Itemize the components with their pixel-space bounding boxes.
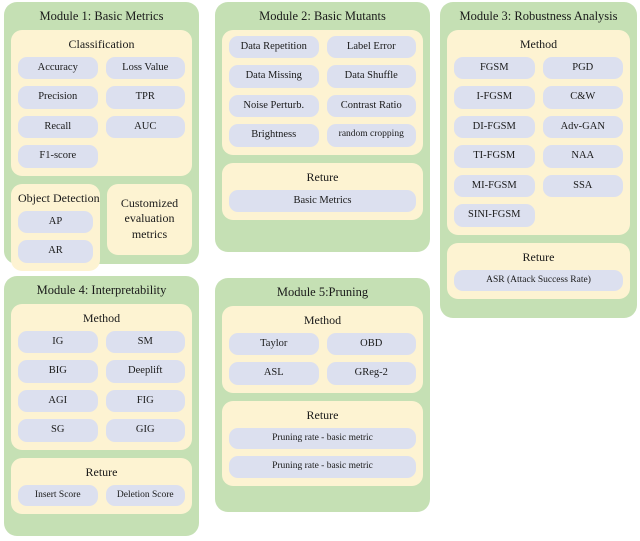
pill-sg[interactable]: SG	[18, 419, 98, 442]
pill-ssa[interactable]: SSA	[542, 174, 623, 197]
pill-naa[interactable]: NAA	[542, 145, 623, 168]
pill-contrast-ratio[interactable]: Contrast Ratio	[326, 94, 416, 117]
pill-asl[interactable]: ASL	[229, 362, 319, 385]
pill-precision[interactable]: Precision	[18, 86, 98, 109]
method-m5-pill-grid: Taylor OBD ASL GReg-2	[229, 332, 416, 385]
card-classification-title: Classification	[68, 36, 135, 51]
pill-mi-fgsm[interactable]: MI-FGSM	[454, 174, 535, 197]
module-2-title: Module 2: Basic Mutants	[259, 9, 386, 23]
pill-auc[interactable]: AUC	[105, 115, 185, 138]
card-mutants: Data Repetition Label Error Data Missing…	[222, 29, 423, 155]
object-detection-pill-grid: AP AR	[18, 210, 93, 263]
card-object-detection: Object Detection AP AR	[11, 183, 100, 271]
pill-loss-value[interactable]: Loss Value	[105, 56, 185, 79]
pill-brightness[interactable]: Brightness	[229, 124, 319, 147]
card-reture-m2: Reture Basic Metrics	[222, 162, 423, 220]
pill-accuracy[interactable]: Accuracy	[18, 56, 98, 79]
pill-insert-score[interactable]: Insert Score	[18, 484, 98, 506]
reture-m4-pill-grid: Insert Score Deletion Score	[18, 484, 185, 506]
card-reture-m3: Reture ASR (Attack Success Rate)	[447, 242, 630, 299]
pill-adv-gan[interactable]: Adv-GAN	[542, 115, 623, 138]
card-method-m4-title: Method	[82, 310, 121, 325]
pill-recall[interactable]: Recall	[18, 115, 98, 138]
pill-noise-perturb[interactable]: Noise Perturb.	[229, 94, 319, 117]
pill-deeplift[interactable]: Deeplift	[105, 360, 185, 383]
pill-fgsm[interactable]: FGSM	[454, 56, 535, 79]
pill-data-repetition[interactable]: Data Repetition	[229, 35, 319, 58]
pill-cw[interactable]: C&W	[542, 86, 623, 109]
pill-pruning-rate-basic-metric-1[interactable]: Pruning rate - basic metric	[229, 427, 416, 449]
pill-agi[interactable]: AGI	[18, 389, 98, 412]
method-m4-pill-grid: IG SM BIG Deeplift AGI FIG SG GIG	[18, 330, 185, 442]
reture-m3-pill-grid: ASR (Attack Success Rate)	[454, 269, 623, 291]
reture-m5-pill-grid: Pruning rate - basic metric Pruning rate…	[229, 427, 416, 478]
card-reture-m4: Reture Insert Score Deletion Score	[11, 457, 192, 514]
pill-di-fgsm[interactable]: DI-FGSM	[454, 115, 535, 138]
module-4-title: Module 4: Interpretability	[36, 283, 167, 297]
card-reture-m4-title: Reture	[85, 464, 118, 479]
pill-taylor[interactable]: Taylor	[229, 332, 319, 355]
module-1-bottom-row: Object Detection AP AR Customized evalua…	[11, 183, 192, 271]
card-method-m5-title: Method	[303, 312, 342, 327]
pill-ti-fgsm[interactable]: TI-FGSM	[454, 145, 535, 168]
module-panel-robustness-analysis: Module 3: Robustness Analysis Method FGS…	[440, 2, 637, 318]
card-reture-m2-title: Reture	[306, 169, 339, 184]
module-panel-pruning: Module 5:Pruning Method Taylor OBD ASL G…	[215, 278, 430, 512]
pill-fig[interactable]: FIG	[105, 389, 185, 412]
pill-label-error[interactable]: Label Error	[326, 35, 416, 58]
card-reture-m3-title: Reture	[522, 249, 555, 264]
module-panel-interpretability: Module 4: Interpretability Method IG SM …	[4, 276, 199, 536]
pill-pgd[interactable]: PGD	[542, 56, 623, 79]
card-method-m4: Method IG SM BIG Deeplift AGI FIG SG GIG	[11, 303, 192, 450]
pill-sini-fgsm[interactable]: SINI-FGSM	[454, 204, 535, 227]
classification-pill-grid: Accuracy Loss Value Precision TPR Recall…	[18, 56, 185, 168]
mutants-pill-grid: Data Repetition Label Error Data Missing…	[229, 35, 416, 147]
customized-evaluation-metrics-text: Customized evaluation metrics	[120, 195, 179, 242]
card-object-detection-title: Object Detection	[18, 190, 100, 205]
reture-m2-pill-grid: Basic Metrics	[229, 189, 416, 212]
pill-sm[interactable]: SM	[105, 330, 185, 353]
pill-tpr[interactable]: TPR	[105, 86, 185, 109]
method-m3-pill-grid: FGSM PGD I-FGSM C&W DI-FGSM Adv-GAN TI-F…	[454, 56, 623, 227]
pill-asr[interactable]: ASR (Attack Success Rate)	[454, 269, 623, 291]
pill-random-cropping[interactable]: random cropping	[326, 124, 416, 147]
pill-i-fgsm[interactable]: I-FGSM	[454, 86, 535, 109]
pill-ar[interactable]: AR	[18, 240, 93, 263]
pill-pruning-rate-basic-metric-2[interactable]: Pruning rate - basic metric	[229, 456, 416, 478]
pill-f1-score[interactable]: F1-score	[18, 145, 98, 168]
card-method-m3-title: Method	[519, 36, 558, 51]
pill-big[interactable]: BIG	[18, 360, 98, 383]
pill-greg-2[interactable]: GReg-2	[326, 362, 416, 385]
pill-ap[interactable]: AP	[18, 210, 93, 233]
module-3-title: Module 3: Robustness Analysis	[459, 9, 618, 23]
card-classification: Classification Accuracy Loss Value Preci…	[11, 29, 192, 176]
pill-obd[interactable]: OBD	[326, 332, 416, 355]
pill-ig[interactable]: IG	[18, 330, 98, 353]
card-method-m5: Method Taylor OBD ASL GReg-2	[222, 305, 423, 393]
module-5-title: Module 5:Pruning	[276, 285, 369, 299]
pill-data-shuffle[interactable]: Data Shuffle	[326, 65, 416, 88]
module-1-title: Module 1: Basic Metrics	[39, 9, 164, 23]
module-panel-basic-mutants: Module 2: Basic Mutants Data Repetition …	[215, 2, 430, 252]
pill-gig[interactable]: GIG	[105, 419, 185, 442]
card-reture-m5-title: Reture	[306, 407, 339, 422]
card-reture-m5: Reture Pruning rate - basic metric Pruni…	[222, 400, 423, 486]
pill-basic-metrics[interactable]: Basic Metrics	[229, 189, 416, 212]
card-customized-evaluation-metrics: Customized evaluation metrics	[107, 183, 192, 255]
card-method-m3: Method FGSM PGD I-FGSM C&W DI-FGSM Adv-G…	[447, 29, 630, 235]
pill-data-missing[interactable]: Data Missing	[229, 65, 319, 88]
pill-deletion-score[interactable]: Deletion Score	[105, 484, 185, 506]
module-panel-basic-metrics: Module 1: Basic Metrics Classification A…	[4, 2, 199, 271]
